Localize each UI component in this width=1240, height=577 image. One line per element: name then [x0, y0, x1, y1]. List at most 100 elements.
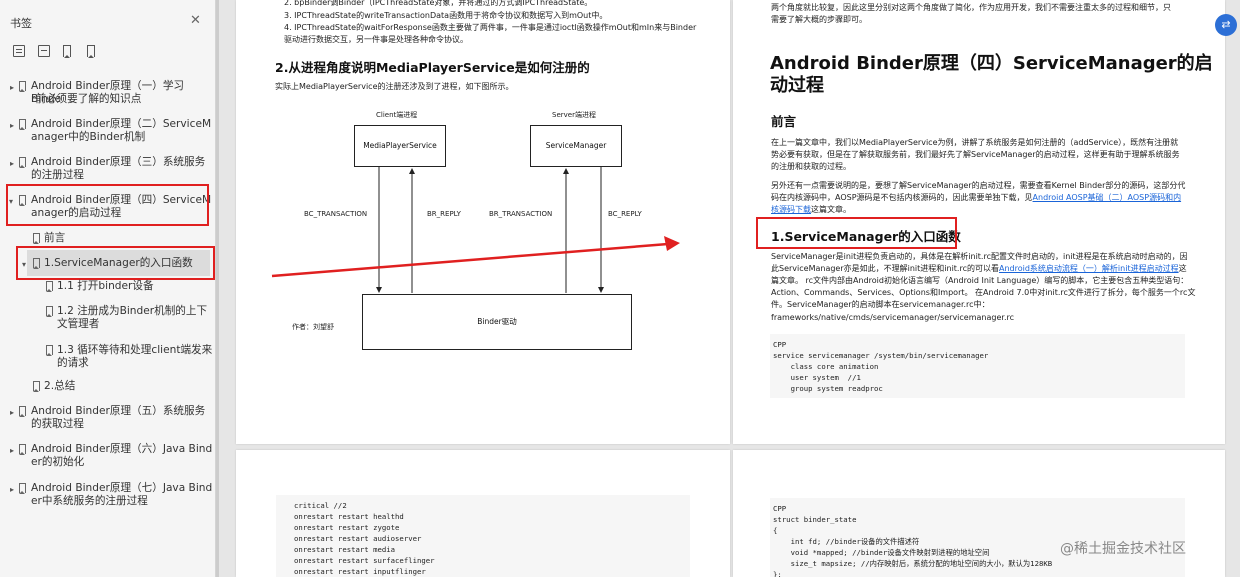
- text-span: 码在内核源码中，AOSP源码是不包括内核源码的，因此需要单独下载，见: [771, 193, 1033, 202]
- toc-label: 的获取过程: [31, 418, 84, 430]
- toc-label: 1.2 注册成为Binder机制的上下: [57, 305, 208, 317]
- code-block: critical //2 onrestart restart healthd o…: [276, 495, 690, 577]
- init-process-link[interactable]: Android系统启动流程（一）解析init进程启动过程: [999, 264, 1179, 273]
- bookmark-icon: [33, 233, 40, 244]
- bookmark-icon: [19, 195, 26, 206]
- toc-label: Android Binder原理（二）ServiceM: [31, 118, 212, 130]
- expand-arrow-icon[interactable]: ▸: [10, 159, 15, 168]
- expand-arrow-icon[interactable]: ▸: [10, 83, 15, 92]
- text-span: 这: [1178, 264, 1187, 273]
- sidebar-scrollbar[interactable]: [216, 0, 219, 577]
- kernel-source-link[interactable]: 核源码下载: [771, 205, 811, 214]
- highlight-box: [16, 246, 215, 280]
- toc-label: Android Binder原理（一）学习Binde: [31, 80, 185, 105]
- bookmark-icon: [19, 444, 26, 455]
- close-icon[interactable]: ✕: [190, 13, 201, 28]
- collapse-arrow-icon[interactable]: ▾: [22, 260, 27, 269]
- highlight-box: [756, 217, 957, 249]
- paragraph: 两个角度就比较复，因此这里分别对这两个角度做了简化，作为应用开发，我们不需要注重…: [771, 3, 1171, 12]
- bookmark-icon: [19, 81, 26, 92]
- expand-arrow-icon[interactable]: ▸: [10, 408, 15, 417]
- list-item: 2. bpBinder调Binder（IPCThreadState对象，并将通过…: [284, 0, 593, 7]
- diagram-box: ServiceManager: [530, 125, 622, 167]
- toc-label: 1.ServiceManager的入口函数: [44, 257, 193, 269]
- list-item: 3. IPCThreadState的writeTransactionData函数…: [284, 11, 608, 20]
- toc-label: r前必须要了解的知识点: [31, 93, 142, 105]
- toc-label: Android Binder原理（四）ServiceM: [31, 194, 212, 206]
- toc-label: er中系统服务的注册过程: [31, 495, 148, 507]
- translate-icon[interactable]: ⇄: [1215, 14, 1237, 36]
- diagram-author: 作者：刘望舒: [292, 323, 334, 331]
- pdf-page-right: 两个角度就比较复，因此这里分别对这两个角度做了简化，作为应用开发，我们不需要注重…: [733, 0, 1225, 444]
- expand-arrow-icon[interactable]: ▸: [10, 485, 15, 494]
- expand-arrow-icon[interactable]: ▸: [10, 121, 15, 130]
- list-item: 4. IPCThreadState的waitForResponse函数主要做了两…: [284, 23, 697, 32]
- toc-label: 1.3 循环等待和处理client端发来: [57, 344, 213, 356]
- watermark: @稀土掘金技术社区: [1060, 541, 1186, 557]
- paragraph: 在上一篇文章中，我们以MediaPlayerService为例，讲解了系统服务是…: [771, 138, 1179, 147]
- section-heading: 1.ServiceManager的入口函数: [771, 229, 961, 244]
- paragraph: 势必要有获取，但是在了解获取服务前，我们最好先了解ServiceManager的…: [771, 150, 1180, 159]
- section-heading: 2.从进程角度说明MediaPlayerService是如何注册的: [275, 60, 590, 75]
- collapse-arrow-icon[interactable]: ▾: [9, 197, 14, 206]
- sidebar-title: 书签: [10, 17, 32, 30]
- code-block: CPP struct binder_state { int fd; //bind…: [770, 498, 1185, 577]
- toc-label: 2.总结: [44, 380, 76, 392]
- paragraph: Action、Commands、Services、Options和Import。…: [771, 288, 1196, 297]
- toc-label: Android Binder原理（三）系统服务: [31, 156, 206, 168]
- highlight-box: [6, 184, 209, 226]
- collapse-all-icon[interactable]: [37, 44, 51, 58]
- bookmark-icon[interactable]: [84, 44, 98, 58]
- add-bookmark-icon[interactable]: [60, 44, 74, 58]
- diagram-label: BC_REPLY: [608, 210, 642, 218]
- paragraph: 此ServiceManager亦是如此，不理解init进程和init.rc的可以…: [771, 263, 1187, 274]
- text-span: 此ServiceManager亦是如此，不理解init进程和init.rc的可以…: [771, 264, 999, 273]
- bookmark-icon: [19, 406, 26, 417]
- expand-all-icon[interactable]: [12, 44, 26, 58]
- section-heading: 前言: [771, 114, 797, 129]
- diagram-box: Binder驱动: [362, 294, 632, 350]
- toc-label: Android Binder原理（七）Java Bind: [31, 482, 213, 494]
- page-title: Android Binder原理（四）ServiceManager的启: [770, 53, 1213, 74]
- paragraph: 核源码下载这篇文章。: [771, 204, 851, 215]
- pdf-page-left: 2. bpBinder调Binder（IPCThreadState对象，并将通过…: [236, 0, 730, 444]
- pdf-page-right-bottom: CPP struct binder_state { int fd; //bind…: [733, 450, 1225, 577]
- diagram-label: Server端进程: [552, 111, 596, 119]
- toc-label: 的请求: [57, 357, 89, 369]
- text-span: 这篇文章。: [811, 205, 851, 214]
- toc-label: 1.1 打开binder设备: [57, 280, 154, 292]
- diagram-label: BR_REPLY: [427, 210, 461, 218]
- bookmark-icon: [33, 381, 40, 392]
- paragraph: frameworks/native/cmds/servicemanager/se…: [771, 313, 1015, 322]
- toc-label: 文管理者: [57, 318, 100, 330]
- toc-label: Android Binder原理（五）系统服务: [31, 405, 206, 417]
- toc-label: Android Binder原理（六）Java Bind: [31, 443, 213, 455]
- bookmark-sidebar: 书签 ✕ ▸ Android Binder原理（一）学习Binde r前必须要了…: [0, 0, 216, 577]
- pdf-page-left-bottom: critical //2 onrestart restart healthd o…: [236, 450, 730, 577]
- selected-item-highlight: [27, 250, 210, 276]
- paragraph: 的注册和获取的过程。: [771, 162, 851, 171]
- expand-arrow-icon[interactable]: ▸: [10, 446, 15, 455]
- annotation-arrow: [271, 236, 680, 278]
- diagram-label: BC_TRANSACTION: [304, 210, 368, 218]
- page-title: 动过程: [770, 75, 824, 96]
- paragraph: 另外还有一点需要说明的是，要想了解ServiceManager的启动过程，需要查…: [771, 181, 1186, 190]
- toc-label: anager的启动过程: [31, 207, 122, 219]
- toc-label: anager中的Binder机制: [31, 131, 146, 143]
- paragraph: ServiceManager是init进程负责启动的，具体是在解析init.rc…: [771, 252, 1188, 261]
- paragraph: 实际上MediaPlayerService的注册还涉及到了进程，如下图所示。: [275, 82, 514, 91]
- toc-label: er的初始化: [31, 456, 85, 468]
- diagram-arrows: [376, 167, 604, 293]
- code-block: CPP service servicemanager /system/bin/s…: [770, 334, 1185, 398]
- bookmark-icon: [46, 345, 53, 356]
- bookmark-icon: [19, 157, 26, 168]
- diagram-label: BR_TRANSACTION: [489, 210, 553, 218]
- bookmark-icon: [46, 281, 53, 292]
- toc-label: 的注册过程: [31, 169, 84, 181]
- bookmark-icon: [33, 258, 40, 269]
- list-item: 驱动进行数据交互，另一件事是处理各种命令协议。: [284, 35, 468, 44]
- paragraph: 篇文章。 rc文件内部由Android初始化语言编写（Android Init …: [771, 276, 1189, 285]
- aosp-source-link[interactable]: Android AOSP基础（二）AOSP源码和内: [1032, 193, 1182, 202]
- diagram-box: MediaPlayerService: [354, 125, 446, 167]
- bookmark-icon: [46, 306, 53, 317]
